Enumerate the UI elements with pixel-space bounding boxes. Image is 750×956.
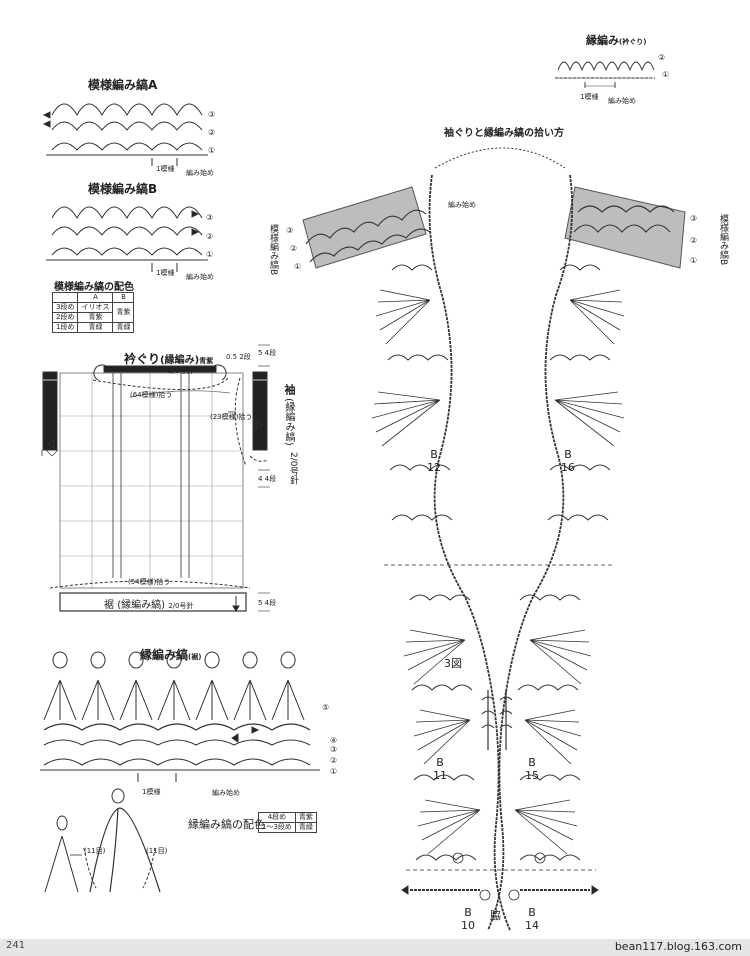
motif-number: 12 <box>427 461 441 474</box>
edging-color-title: 縁編み縞の配色 <box>188 818 265 831</box>
pattern-a-title: 模様編み縞A <box>88 78 158 92</box>
motif-number: 11 <box>433 769 447 782</box>
motif-number: 14 <box>525 919 539 932</box>
row-label: ① <box>208 146 216 155</box>
row-label: ① <box>662 70 670 79</box>
row-label: ⑤ <box>322 703 330 712</box>
neck-hook: 2/0号針 <box>168 367 194 375</box>
row-label: ③ <box>208 110 216 119</box>
table-cell: 青紫 <box>112 302 135 323</box>
start-label: 編み始め <box>186 273 214 281</box>
table-cell: 4段め <box>258 812 296 823</box>
table-cell: A <box>77 292 114 303</box>
repeat-label: 1模様 <box>580 93 599 101</box>
site-watermark: bean117.blog.163.com <box>614 940 742 953</box>
motif-number: 15 <box>525 769 539 782</box>
motif-letter: B <box>464 906 472 919</box>
side-seam-label: 脇 <box>490 909 501 922</box>
sleeve-label: 袖 <box>283 384 296 395</box>
table-cell: イリオス <box>77 302 114 313</box>
row-label: ② <box>290 244 298 253</box>
table-cell: 青紫 <box>294 812 317 823</box>
table-cell <box>51 292 79 303</box>
detail-label: (11目) <box>84 847 106 855</box>
motif-letter: B <box>528 906 536 919</box>
hem-pickup: (54模様)拾う <box>128 578 171 586</box>
neck-pickup: (64模様)拾う <box>130 391 173 399</box>
pattern-b-title: 模様編み縞B <box>88 182 158 196</box>
row-label: ② <box>330 756 338 765</box>
sleeve-rows: 4 4段 <box>258 475 277 483</box>
edging-title: 縁編み縞(裾) <box>140 648 202 662</box>
edging-color-table: 4段め青紫 1〜3段め青緑 <box>258 812 317 833</box>
detail-label: (11目) <box>146 847 168 855</box>
table-cell: 1段め <box>51 322 79 333</box>
page-number: 241 <box>6 940 26 951</box>
hem-label: 裾 (縁編み縞) 2/0号針 <box>104 600 194 611</box>
sleeve-hook: 2/0号針 <box>288 452 298 485</box>
pattern-b-chart <box>46 206 208 272</box>
table-cell: 青緑 <box>77 322 114 333</box>
table-cell: 3段め <box>51 302 79 313</box>
row-label: ① <box>690 256 698 265</box>
table-cell: 2段め <box>51 312 79 323</box>
table-cell: 青緑 <box>112 322 135 333</box>
motif-letter: B <box>564 448 572 461</box>
row-label: ③ <box>690 214 698 223</box>
row-label: ① <box>294 262 302 271</box>
start-label: 編み始め <box>212 789 240 797</box>
row-label: ① <box>206 250 214 259</box>
motif-number: 16 <box>561 461 575 474</box>
row-label: ① <box>330 767 338 776</box>
table-cell: 1〜3段め <box>258 822 296 833</box>
repeat-label: 1模様 <box>142 788 161 796</box>
sleeve-method: (縁編み縞) <box>283 398 294 446</box>
row-label: ③ <box>206 213 214 222</box>
motif-letter: B <box>436 756 444 769</box>
table-cell: 青緑 <box>294 822 317 833</box>
row-label: ② <box>206 232 214 241</box>
side-label-right: 模様編み縞B <box>718 214 728 266</box>
start-label: 編み始め <box>608 97 636 105</box>
sleeve-pickup: (23模様)拾う <box>210 413 253 421</box>
pattern-a-chart <box>42 103 208 166</box>
repeat-label: 1模様 <box>156 269 175 277</box>
table-cell: B <box>112 292 135 303</box>
neck-rows: 0.5 2段 <box>226 353 251 361</box>
row-label: ② <box>658 53 666 62</box>
table-cell: 青紫 <box>77 312 114 323</box>
color-table-title: 模様編み縞の配色 <box>54 282 134 293</box>
row-label: ② <box>690 236 698 245</box>
repeat-label: 1模様 <box>156 165 175 173</box>
neck-label: 衿ぐり(縁編み)青紫 <box>124 352 214 366</box>
hem-rows: 5 4段 <box>258 599 277 607</box>
pickup-diagram <box>302 147 686 931</box>
pickup-start-label: 編み始め <box>448 201 476 209</box>
start-label: 編み始め <box>186 169 214 177</box>
right-rows-top: 5 4段 <box>258 349 277 357</box>
motif-letter: B <box>528 756 536 769</box>
motif-letter: B <box>430 448 438 461</box>
side-label-left: 模様編み縞B <box>268 224 278 276</box>
row-label: ③ <box>286 226 294 235</box>
top-edging-chart <box>555 61 655 88</box>
row-label: ② <box>208 128 216 137</box>
figure-label: 3図 <box>444 657 462 670</box>
motif-number: 10 <box>461 919 475 932</box>
row-label: ④ <box>330 736 338 745</box>
pickup-title: 袖ぐりと縁編み縞の拾い方 <box>444 128 564 139</box>
hem-edging-chart <box>40 651 320 893</box>
page-footer: 241 bean117.blog.163.com <box>0 939 750 956</box>
garment-schematic <box>41 344 270 612</box>
top-edging-title: 縁編み(衿ぐり) <box>586 34 647 47</box>
row-label: ③ <box>330 745 338 754</box>
